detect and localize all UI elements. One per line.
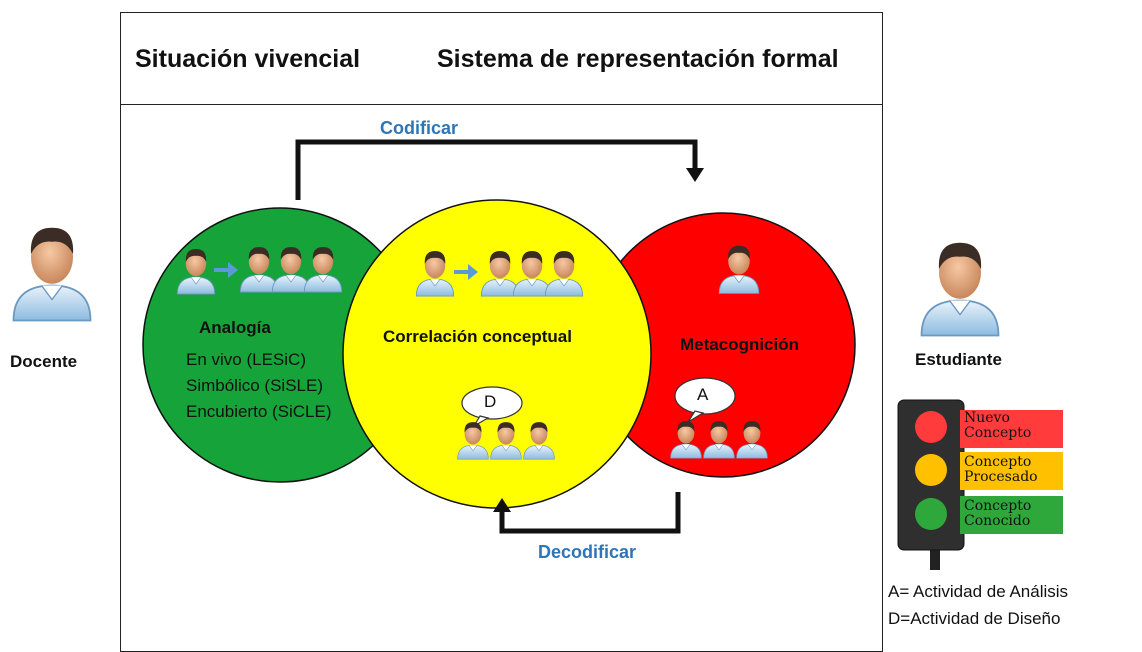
correlacion-title: Correlación conceptual: [383, 327, 572, 346]
legend-green-line2: Conocido: [964, 513, 1031, 529]
light-red: [915, 411, 947, 443]
legend-red-line2: Concepto: [964, 425, 1032, 441]
header-divider: [120, 104, 883, 105]
light-green: [915, 498, 947, 530]
decodificar-arrow: [499, 492, 681, 534]
legend-swatch-yellow: [960, 452, 1063, 490]
codificar-arrow: [295, 139, 698, 200]
header-right-title: Sistema de representación formal: [437, 45, 839, 73]
student-label: Estudiante: [915, 350, 1002, 369]
legend-note-a: A= Actividad de Análisis: [888, 582, 1069, 601]
legend-label-red: Nuevo Concepto: [964, 411, 1031, 441]
metacognicion-title: Metacognición: [680, 335, 800, 354]
legend-swatch-green: [960, 496, 1063, 534]
speech-bubble-a-icon: [674, 377, 736, 423]
legend-note-d: D=Actividad de Diseño: [888, 609, 1061, 628]
header-left-title: Situación vivencial: [135, 45, 361, 73]
legend-yellow-line2: Procesado: [964, 469, 1038, 485]
analogia-item: Simbólico (SiSLE): [186, 376, 323, 395]
yellow-transfer-arrow-icon: [454, 264, 478, 280]
teacher-person-icon: [12, 226, 92, 322]
green-transfer-arrow-icon: [214, 262, 238, 278]
yellow-circle: [342, 199, 652, 509]
decodificar-arrowhead: [493, 498, 511, 512]
traffic-light-icon: [897, 399, 1063, 570]
teacher-label: Docente: [10, 352, 78, 371]
bubble-d-text: D: [484, 392, 497, 411]
analogia-item: Encubierto (SiCLE): [186, 402, 332, 421]
light-yellow: [915, 454, 947, 486]
student-person-icon: [920, 241, 1000, 337]
bubble-a-text: A: [697, 385, 709, 404]
legend-yellow-line1: Concepto: [964, 454, 1032, 470]
analogia-item: En vivo (LESiC): [186, 350, 306, 369]
analogia-title: Analogía: [199, 318, 271, 337]
diagram-canvas: [12, 139, 1063, 570]
legend-green-line1: Concepto: [964, 498, 1032, 514]
decodificar-label: Decodificar: [538, 542, 637, 562]
legend-red-line1: Nuevo: [964, 410, 1010, 426]
codificar-arrowhead: [686, 168, 704, 182]
codificar-label: Codificar: [380, 118, 459, 138]
legend-label-yellow: Concepto Procesado: [964, 455, 1038, 485]
legend-label-green: Concepto Conocido: [964, 499, 1031, 529]
legend-swatch-red: [960, 410, 1063, 448]
